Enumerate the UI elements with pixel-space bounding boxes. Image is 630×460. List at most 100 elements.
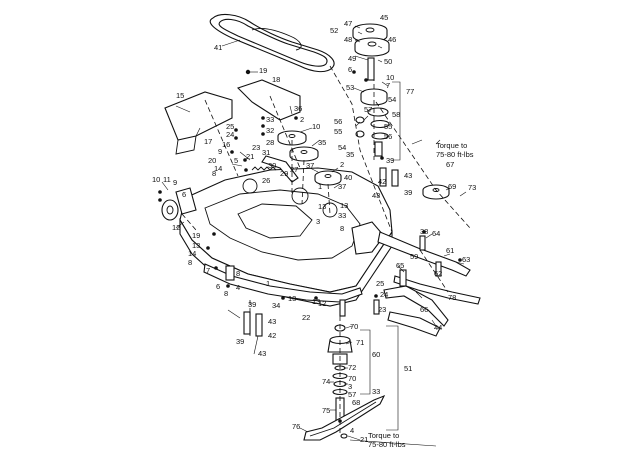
spindle-pulley-center <box>289 146 319 162</box>
callout-10-upper: 10 <box>312 122 320 131</box>
assembly-line-cover-right <box>269 95 301 169</box>
blade-bolt <box>340 433 348 439</box>
torque-note-lower-line1: Torque to <box>368 431 399 440</box>
assembly-line-belt <box>329 65 393 233</box>
callout-65: 65 <box>396 261 404 270</box>
callout-21-lower: 21 <box>360 435 368 444</box>
callout-8-left-c: 8 <box>224 289 228 298</box>
deck-inner-ridge <box>204 189 361 261</box>
callout-23-upper: 23 <box>252 143 260 152</box>
callout-13-left: 13 <box>192 241 200 250</box>
callout-26: 26 <box>262 176 270 185</box>
callout-56-upper: 56 <box>334 117 342 126</box>
callout-14-left: 14 <box>188 249 196 258</box>
callout-8-upper: 8 <box>212 169 216 178</box>
callout-7-left: 7 <box>206 266 210 275</box>
callout-19-top: 19 <box>259 66 267 75</box>
callout-68: 68 <box>352 398 360 407</box>
callout-6-left: 6 <box>182 190 186 199</box>
callout-2-upper: 2 <box>300 115 304 124</box>
callout-63: 63 <box>462 255 470 264</box>
callout-56-lower: 56 <box>384 132 392 141</box>
callout-70-lower: 70 <box>348 374 356 383</box>
belt-cover-left-edge <box>175 135 197 155</box>
deck-front-rail <box>203 263 363 303</box>
callout-1-lower: 1 <box>266 279 270 288</box>
assembly-line-idler <box>375 101 471 229</box>
callout-13-lower: 13 <box>288 294 296 303</box>
callout-24-lower: 24 <box>380 290 388 299</box>
callout-54-upper: 54 <box>388 95 396 104</box>
callout-43-lower: 43 <box>268 317 276 326</box>
callout-35-mid: 35 <box>346 150 354 159</box>
callout-42-lower: 42 <box>268 331 276 340</box>
callout-33-upper: 33 <box>266 115 274 124</box>
callout-42-upper: 42 <box>378 177 386 186</box>
callout-66: 66 <box>420 305 428 314</box>
callout-30: 30 <box>268 161 276 170</box>
cutting-blade-edge <box>309 401 377 437</box>
callout-4-left: 4 <box>236 283 240 292</box>
callout-15: 15 <box>176 91 184 100</box>
callout-16: 16 <box>222 140 230 149</box>
callout-69: 69 <box>448 182 456 191</box>
callout-27: 27 <box>290 165 298 174</box>
callout-75: 75 <box>322 406 330 415</box>
callout-2-mid: 2 <box>340 160 344 169</box>
belt-idler-loop <box>251 27 302 51</box>
bracket-77 <box>392 81 401 161</box>
callout-74: 74 <box>322 377 330 386</box>
callout-labels: 41 47 45 52 48 46 49 50 19 18 6 10 7 53 … <box>152 13 476 444</box>
callout-13-lower-b: 13 <box>312 297 320 306</box>
callout-37-mid: 37 <box>338 182 346 191</box>
callout-46: 46 <box>388 35 396 44</box>
callout-57-upper: 57 <box>364 105 372 114</box>
callout-73: 73 <box>468 183 476 192</box>
callout-9-left: 9 <box>173 178 177 187</box>
idler-pulley <box>422 184 450 200</box>
callout-20: 20 <box>208 156 216 165</box>
callout-55-lower: 55 <box>384 122 392 131</box>
callout-31: 31 <box>262 148 270 157</box>
callout-55-upper: 55 <box>334 127 342 136</box>
callout-44: 44 <box>434 323 442 332</box>
callout-6-top: 6 <box>348 65 352 74</box>
callout-18: 18 <box>272 75 280 84</box>
callout-23-lower: 23 <box>378 305 386 314</box>
callout-4-lower: 4 <box>350 426 354 435</box>
callout-57-lower: 57 <box>348 390 356 399</box>
callout-38: 38 <box>420 227 428 236</box>
callout-7-top: 7 <box>386 81 390 90</box>
bracket-60 <box>360 329 371 395</box>
callout-39-upper-b: 39 <box>404 188 412 197</box>
callout-8-mid: 8 <box>340 224 344 233</box>
callout-25-upper: 25 <box>226 122 234 131</box>
bracket-51 <box>386 325 399 431</box>
callout-11: 11 <box>163 175 171 184</box>
deck-support-rail <box>387 311 441 337</box>
callout-60: 60 <box>372 350 380 359</box>
callout-6-left-b: 6 <box>216 282 220 291</box>
callout-43-lower-b: 43 <box>258 349 266 358</box>
callout-24-upper: 24 <box>226 130 234 139</box>
callout-10-left: 10 <box>152 175 160 184</box>
callout-49: 49 <box>348 54 356 63</box>
callout-53: 53 <box>346 83 354 92</box>
torque-note-lower-line2: 75-80 ft-lbs <box>368 440 406 449</box>
callout-59: 59 <box>410 252 418 261</box>
callout-48: 48 <box>344 35 352 44</box>
deck-lift-arm-lower <box>383 285 449 327</box>
deck-side-bracket <box>351 221 385 255</box>
belt-cover-right <box>236 79 301 121</box>
callout-22: 22 <box>302 313 310 322</box>
callout-34: 34 <box>272 301 280 310</box>
anti-scalp-wheel-left <box>161 199 179 221</box>
callout-17: 17 <box>204 137 212 146</box>
callout-77: 77 <box>406 87 414 96</box>
callout-14-upper: 14 <box>214 164 222 173</box>
callout-33-mid: 33 <box>338 211 346 220</box>
callout-37-upper: 37 <box>306 161 314 170</box>
leader-lines <box>161 25 467 447</box>
callout-10-top: 10 <box>386 73 394 82</box>
